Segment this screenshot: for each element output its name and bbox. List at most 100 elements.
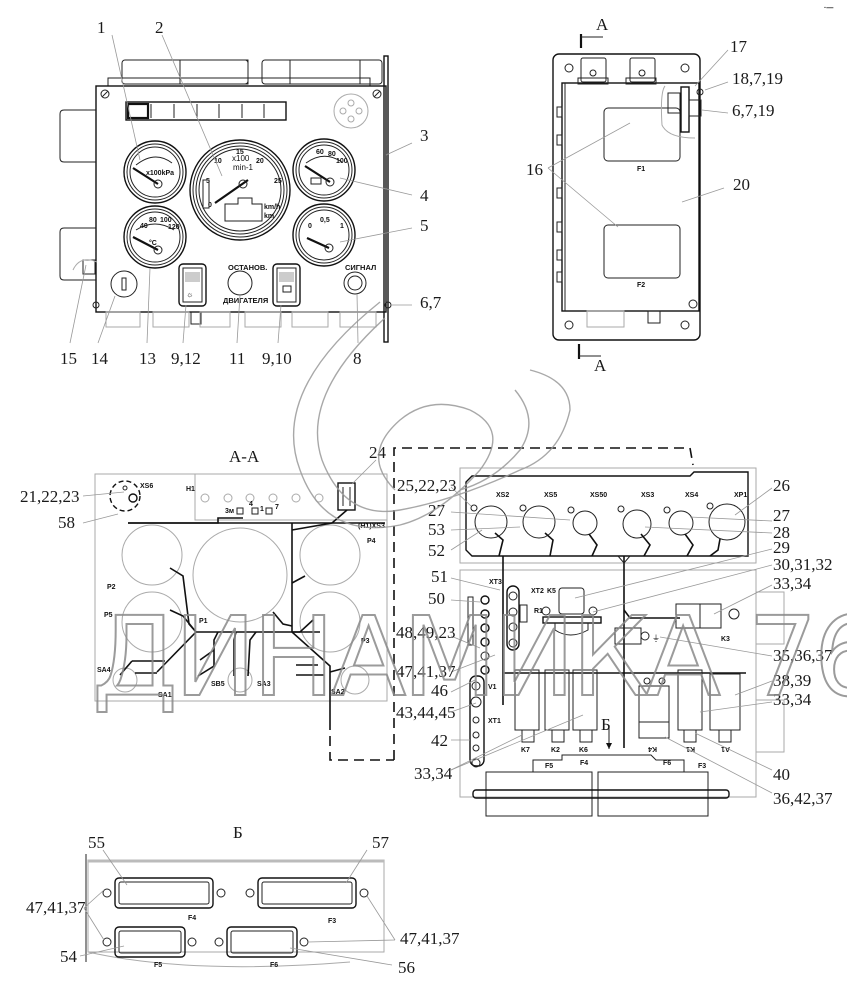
connector-label-xs5: XS5: [544, 492, 557, 499]
label-r1: R1: [534, 608, 543, 615]
horn-button: [343, 271, 367, 295]
callout-53: 53: [428, 520, 445, 539]
callout-48-49-23: 48,49,23: [396, 623, 456, 642]
pin-label: 4: [249, 501, 253, 508]
pin-label: 3м: [225, 508, 234, 515]
fuse-label-f2: F2: [637, 282, 645, 289]
gauge-mark: 15: [236, 149, 244, 156]
callout-3: 3: [420, 126, 429, 145]
callout-24: 24: [369, 443, 387, 462]
connector-label-xs4: XS4: [685, 492, 698, 499]
gauge-mark: 80: [328, 151, 336, 158]
engine-stop-button: [227, 270, 253, 296]
callout-40: 40: [773, 765, 790, 784]
gauge-mark: 80: [149, 217, 157, 224]
connector-xs4: [668, 510, 694, 536]
gauge-mark: 100: [160, 217, 172, 224]
fuse-label-f5: F5: [545, 763, 553, 770]
gauge-mark: 25: [274, 178, 282, 185]
label-p5: P5: [104, 612, 113, 619]
callout-16: 16: [526, 160, 543, 179]
gauge-right-top: 60 80 100: [292, 138, 356, 202]
callout-17: 17: [730, 37, 748, 56]
callout-33-34-right-top: 33,34: [773, 574, 812, 593]
callout-42: 42: [431, 731, 448, 750]
connector-label-xs2: XS2: [496, 492, 509, 499]
callout-30-31-32: 30,31,32: [773, 555, 833, 574]
label-xt2: XT2: [531, 588, 544, 595]
gauge-mark: 20: [256, 158, 264, 165]
connector-xs50: [572, 510, 598, 536]
callout-8: 8: [353, 349, 362, 368]
callout-25-22-23: 25,22,23: [397, 476, 457, 495]
instrument-panel-front-view: x100kPa 40 80 100 120 °C 15 10 20 5 25: [59, 18, 442, 368]
callout-47-41-37-board: 47,41,37: [396, 662, 456, 681]
ground-icon: ⏚: [652, 634, 660, 643]
sun-icon: ☼: [186, 290, 193, 299]
callout-56: 56: [398, 958, 415, 977]
label-k5: K5: [547, 588, 556, 595]
signal-label: СИГНАЛ: [345, 263, 376, 272]
section-mark-a-top: A: [596, 15, 609, 34]
callout-18-7-19: 18,7,19: [732, 69, 783, 88]
ignition-lock-icon: [110, 270, 138, 298]
label-p2: P2: [107, 584, 116, 591]
callout-4: 4: [420, 186, 429, 205]
callout-13: 13: [139, 349, 156, 368]
label-xt3: XT3: [489, 579, 502, 586]
callout-57: 57: [372, 833, 390, 852]
callout-6-7-19: 6,7,19: [732, 101, 775, 120]
gauge-mark: 0: [308, 223, 312, 230]
view-b: Б F4 F3 F5 F6 55 57 47: [26, 823, 460, 977]
callout-27-right: 27: [773, 506, 791, 525]
callout-26: 26: [773, 476, 790, 495]
swoosh-logo-icon: [292, 301, 571, 529]
label-sa4: SA4: [97, 667, 111, 674]
pin-label: 7: [275, 504, 279, 511]
section-a-a: A-A XS6 H1 3м 4 1 7 (H1)XS3 P4: [20, 443, 388, 720]
gauge-right-bottom: 0 0,5 1: [292, 203, 356, 267]
watermark-text: ДИНАМИКА 76: [92, 593, 847, 721]
gauge-units-label: km: [264, 213, 274, 220]
callout-2: 2: [155, 18, 164, 37]
label-a1: A1: [721, 745, 730, 752]
callout-55: 55: [88, 833, 105, 852]
gauge-mark: 1: [340, 223, 344, 230]
connector-label-xs3: XS3: [641, 492, 654, 499]
view-b-title: Б: [233, 823, 243, 842]
callout-36-42-37: 36,42,37: [773, 789, 833, 808]
section-aa-title: A-A: [229, 447, 260, 466]
battery-switch: [272, 263, 301, 307]
connector-xs5: [522, 505, 556, 539]
label-k3: K3: [721, 636, 730, 643]
callout-43-44-45: 43,44,45: [396, 703, 456, 722]
callout-33-34-left: 33,34: [414, 764, 453, 783]
callout-29: 29: [773, 538, 790, 557]
callout-46: 46: [431, 681, 448, 700]
callout-58: 58: [58, 513, 75, 532]
fuse-label-f5-view-b: F5: [154, 962, 162, 969]
callout-38-39: 38,39: [773, 671, 811, 690]
gauge-units-label: x100: [232, 154, 250, 163]
callout-54: 54: [60, 947, 78, 966]
section-mark-a-bottom: A: [594, 356, 607, 375]
fuse-label-f3-view-b: F3: [328, 918, 336, 925]
connector-xp1: [708, 503, 746, 541]
panel-rear-view: F1 F2 A A 17 18,7,19: [526, 15, 783, 375]
connector-xs3: [622, 509, 652, 539]
callout-6-7: 6,7: [420, 293, 442, 312]
fuse-label-f4-view-b: F4: [188, 915, 196, 922]
callout-9-12: 9,12: [171, 349, 201, 368]
callout-11: 11: [229, 349, 245, 368]
gauge-units-label: x100kPa: [146, 170, 174, 177]
callout-9-10: 9,10: [262, 349, 292, 368]
label-v1: V1: [488, 684, 497, 691]
label-sb5: SB5: [211, 681, 225, 688]
callout-35-36-37: 35,36,37: [773, 646, 833, 665]
callout-33-34-right: 33,34: [773, 690, 812, 709]
label-k7: K7: [521, 747, 530, 754]
battery-icon: [282, 285, 292, 293]
callout-47-41-37-left: 47,41,37: [26, 898, 86, 917]
view-arrow-b: Б: [601, 715, 611, 734]
